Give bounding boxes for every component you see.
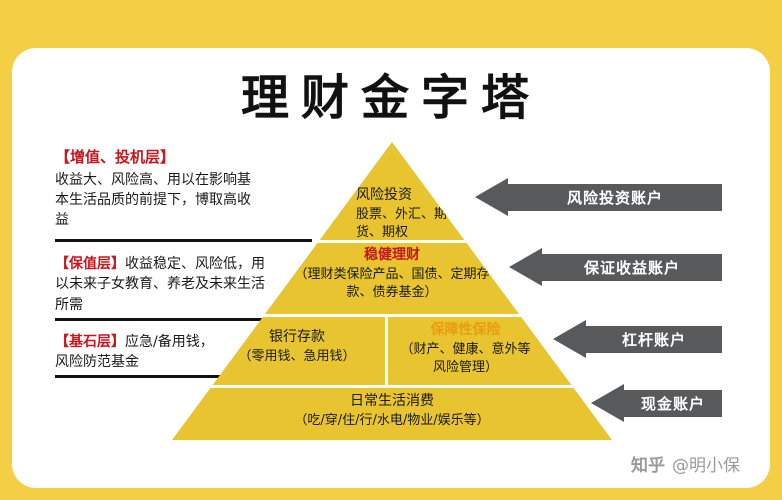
pyramid-cell-bank-deposit: 银行存款 （零用钱、急用钱） bbox=[217, 328, 377, 366]
arrow-cash-account: 现金账户 bbox=[591, 384, 722, 422]
level-subtitle: （理财类保险产品、国债、定期存款、债券基金） bbox=[294, 266, 490, 300]
level-title: 稳健理财 bbox=[364, 247, 420, 263]
pyramid-level-divider bbox=[172, 314, 612, 317]
level-title: 保障性保险 bbox=[430, 322, 501, 338]
level-subtitle: （吃/穿/住/行/水电/物业/娱乐等） bbox=[294, 412, 490, 428]
level-title: 日常生活消费 bbox=[350, 393, 434, 409]
level-title: 银行存款 bbox=[269, 329, 325, 345]
arrow-guaranteed-income-account: 保证收益账户 bbox=[509, 248, 722, 286]
arrow-label: 风险投资账户 bbox=[508, 183, 722, 211]
watermark: 知乎 @明小保 bbox=[631, 451, 740, 476]
annotation-body: 应急/备用钱，风险防范基金 bbox=[55, 334, 214, 371]
arrow-left-icon bbox=[591, 384, 624, 422]
pyramid-vertical-divider bbox=[385, 314, 388, 388]
pyramid-level-divider bbox=[172, 240, 612, 243]
arrow-risk-investment-account: 风险投资账户 bbox=[475, 178, 722, 216]
annotation-header: 【基石层】 bbox=[55, 334, 125, 350]
annotation-header: 【保值层】 bbox=[55, 256, 125, 272]
arrow-label: 杠杆账户 bbox=[586, 325, 722, 353]
arrow-label: 保证收益账户 bbox=[542, 253, 722, 281]
pyramid-cell-protection-insurance: 保障性保险 （财产、健康、意外等风险管理） bbox=[398, 321, 533, 377]
annotation-header: 【增值、投机层】 bbox=[55, 148, 176, 166]
annotation-body: 收益大、风险高、用以在影响基本生活品质的前提下，博取高收益 bbox=[55, 172, 251, 228]
divider-line bbox=[55, 239, 312, 242]
annotation-preservation-layer: 【保值层】收益稳定、风险低，用以未来子女教育、养老及未来生活所需 bbox=[55, 254, 270, 315]
watermark-username: @明小保 bbox=[672, 456, 740, 476]
level-subtitle: （零用钱、急用钱） bbox=[238, 348, 356, 364]
content-card: 理财金字塔 【增值、投机层】 收益大、风险高、用以在影响基本生活品质的前提下，博… bbox=[12, 48, 770, 488]
divider-line bbox=[55, 318, 283, 321]
annotation-growth-speculation-layer: 【增值、投机层】 收益大、风险高、用以在影响基本生活品质的前提下，博取高收益 bbox=[55, 146, 260, 231]
level-subtitle: 股票、外汇、期货、期权 bbox=[356, 206, 448, 240]
arrow-left-icon bbox=[553, 320, 586, 358]
arrow-left-icon bbox=[509, 248, 542, 286]
arrow-label: 现金账户 bbox=[624, 389, 722, 417]
pyramid-level-stable-finance: 稳健理财 （理财类保险产品、国债、定期存款、债券基金） bbox=[282, 246, 502, 302]
level-subtitle: （财产、健康、意外等风险管理） bbox=[400, 341, 531, 375]
pyramid-level-daily-consumption: 日常生活消费 （吃/穿/住/行/水电/物业/娱乐等） bbox=[172, 392, 612, 430]
annotation-body: 收益稳定、风险低，用以未来子女教育、养老及未来生活所需 bbox=[55, 256, 265, 313]
annotation-foundation-layer: 【基石层】应急/备用钱，风险防范基金 bbox=[55, 332, 217, 373]
page-title: 理财金字塔 bbox=[240, 70, 541, 126]
pyramid-level-risk-investment: 风险投资 股票、外汇、期货、期权 bbox=[356, 186, 456, 242]
arrow-leverage-account: 杠杆账户 bbox=[553, 320, 722, 358]
arrow-left-icon bbox=[475, 178, 508, 216]
divider-line bbox=[55, 375, 248, 378]
pyramid-level-divider bbox=[172, 385, 612, 388]
level-title: 风险投资 bbox=[356, 187, 412, 203]
zhihu-logo: 知乎 bbox=[631, 456, 665, 476]
